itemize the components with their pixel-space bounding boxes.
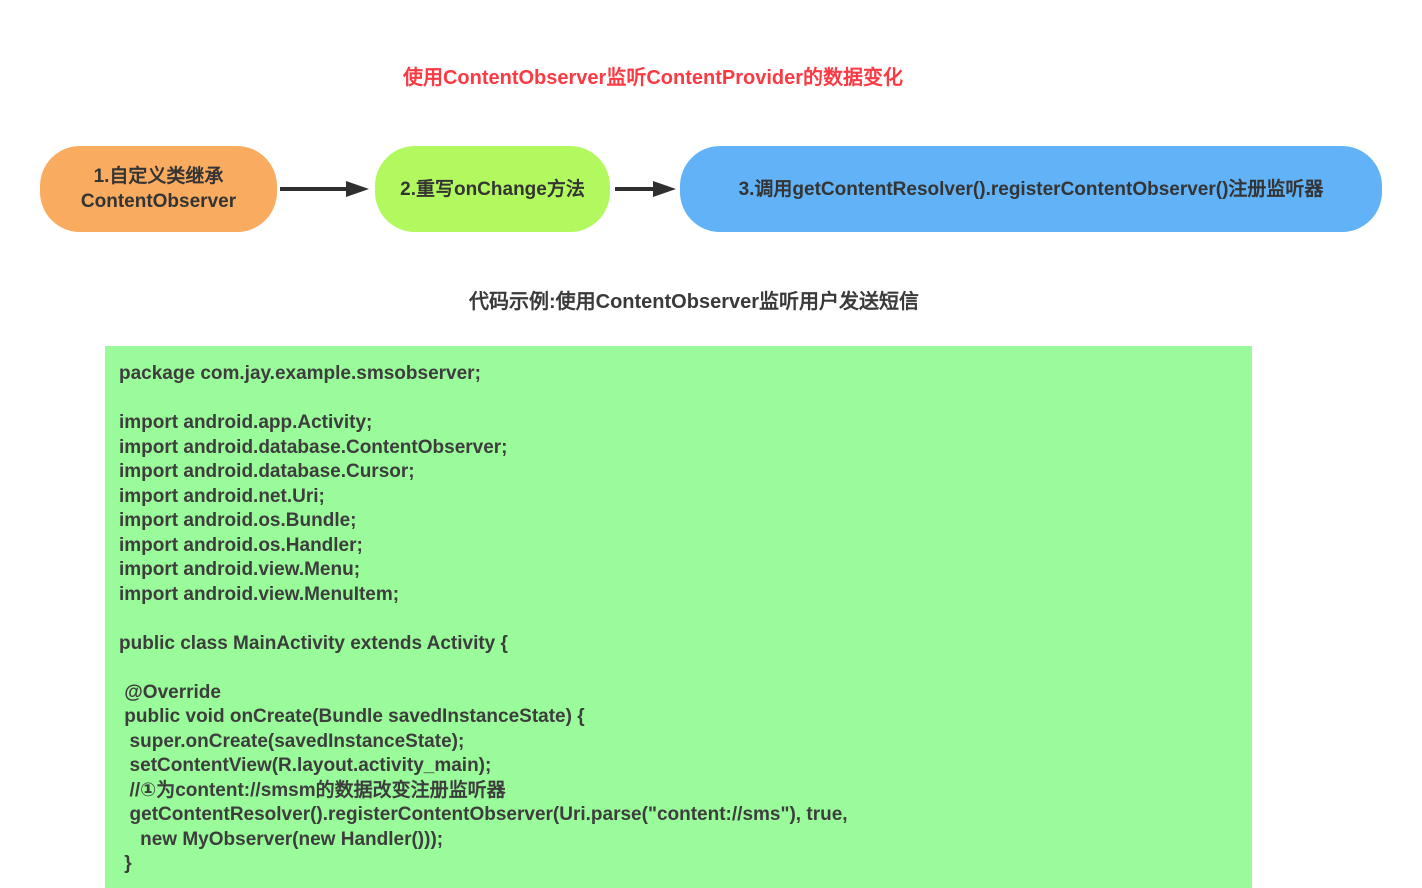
code-example-heading: 代码示例:使用ContentObserver监听用户发送短信 xyxy=(468,291,920,313)
code-block: package com.jay.example.smsobserver; imp… xyxy=(105,346,1252,888)
arrow-right-icon xyxy=(280,181,369,197)
page-title: 使用ContentObserver监听ContentProvider的数据变化 xyxy=(402,67,904,89)
flow-step-2-override-onchange: 2.重写onChange方法 xyxy=(375,146,610,232)
flow-step-1-extend-contentobserver: 1.自定义类继承 ContentObserver xyxy=(40,146,277,232)
code-content: package com.jay.example.smsobserver; imp… xyxy=(119,363,848,874)
arrow-right-icon xyxy=(615,181,676,197)
flow-step-3-register-observer: 3.调用getContentResolver().registerContent… xyxy=(680,146,1382,232)
